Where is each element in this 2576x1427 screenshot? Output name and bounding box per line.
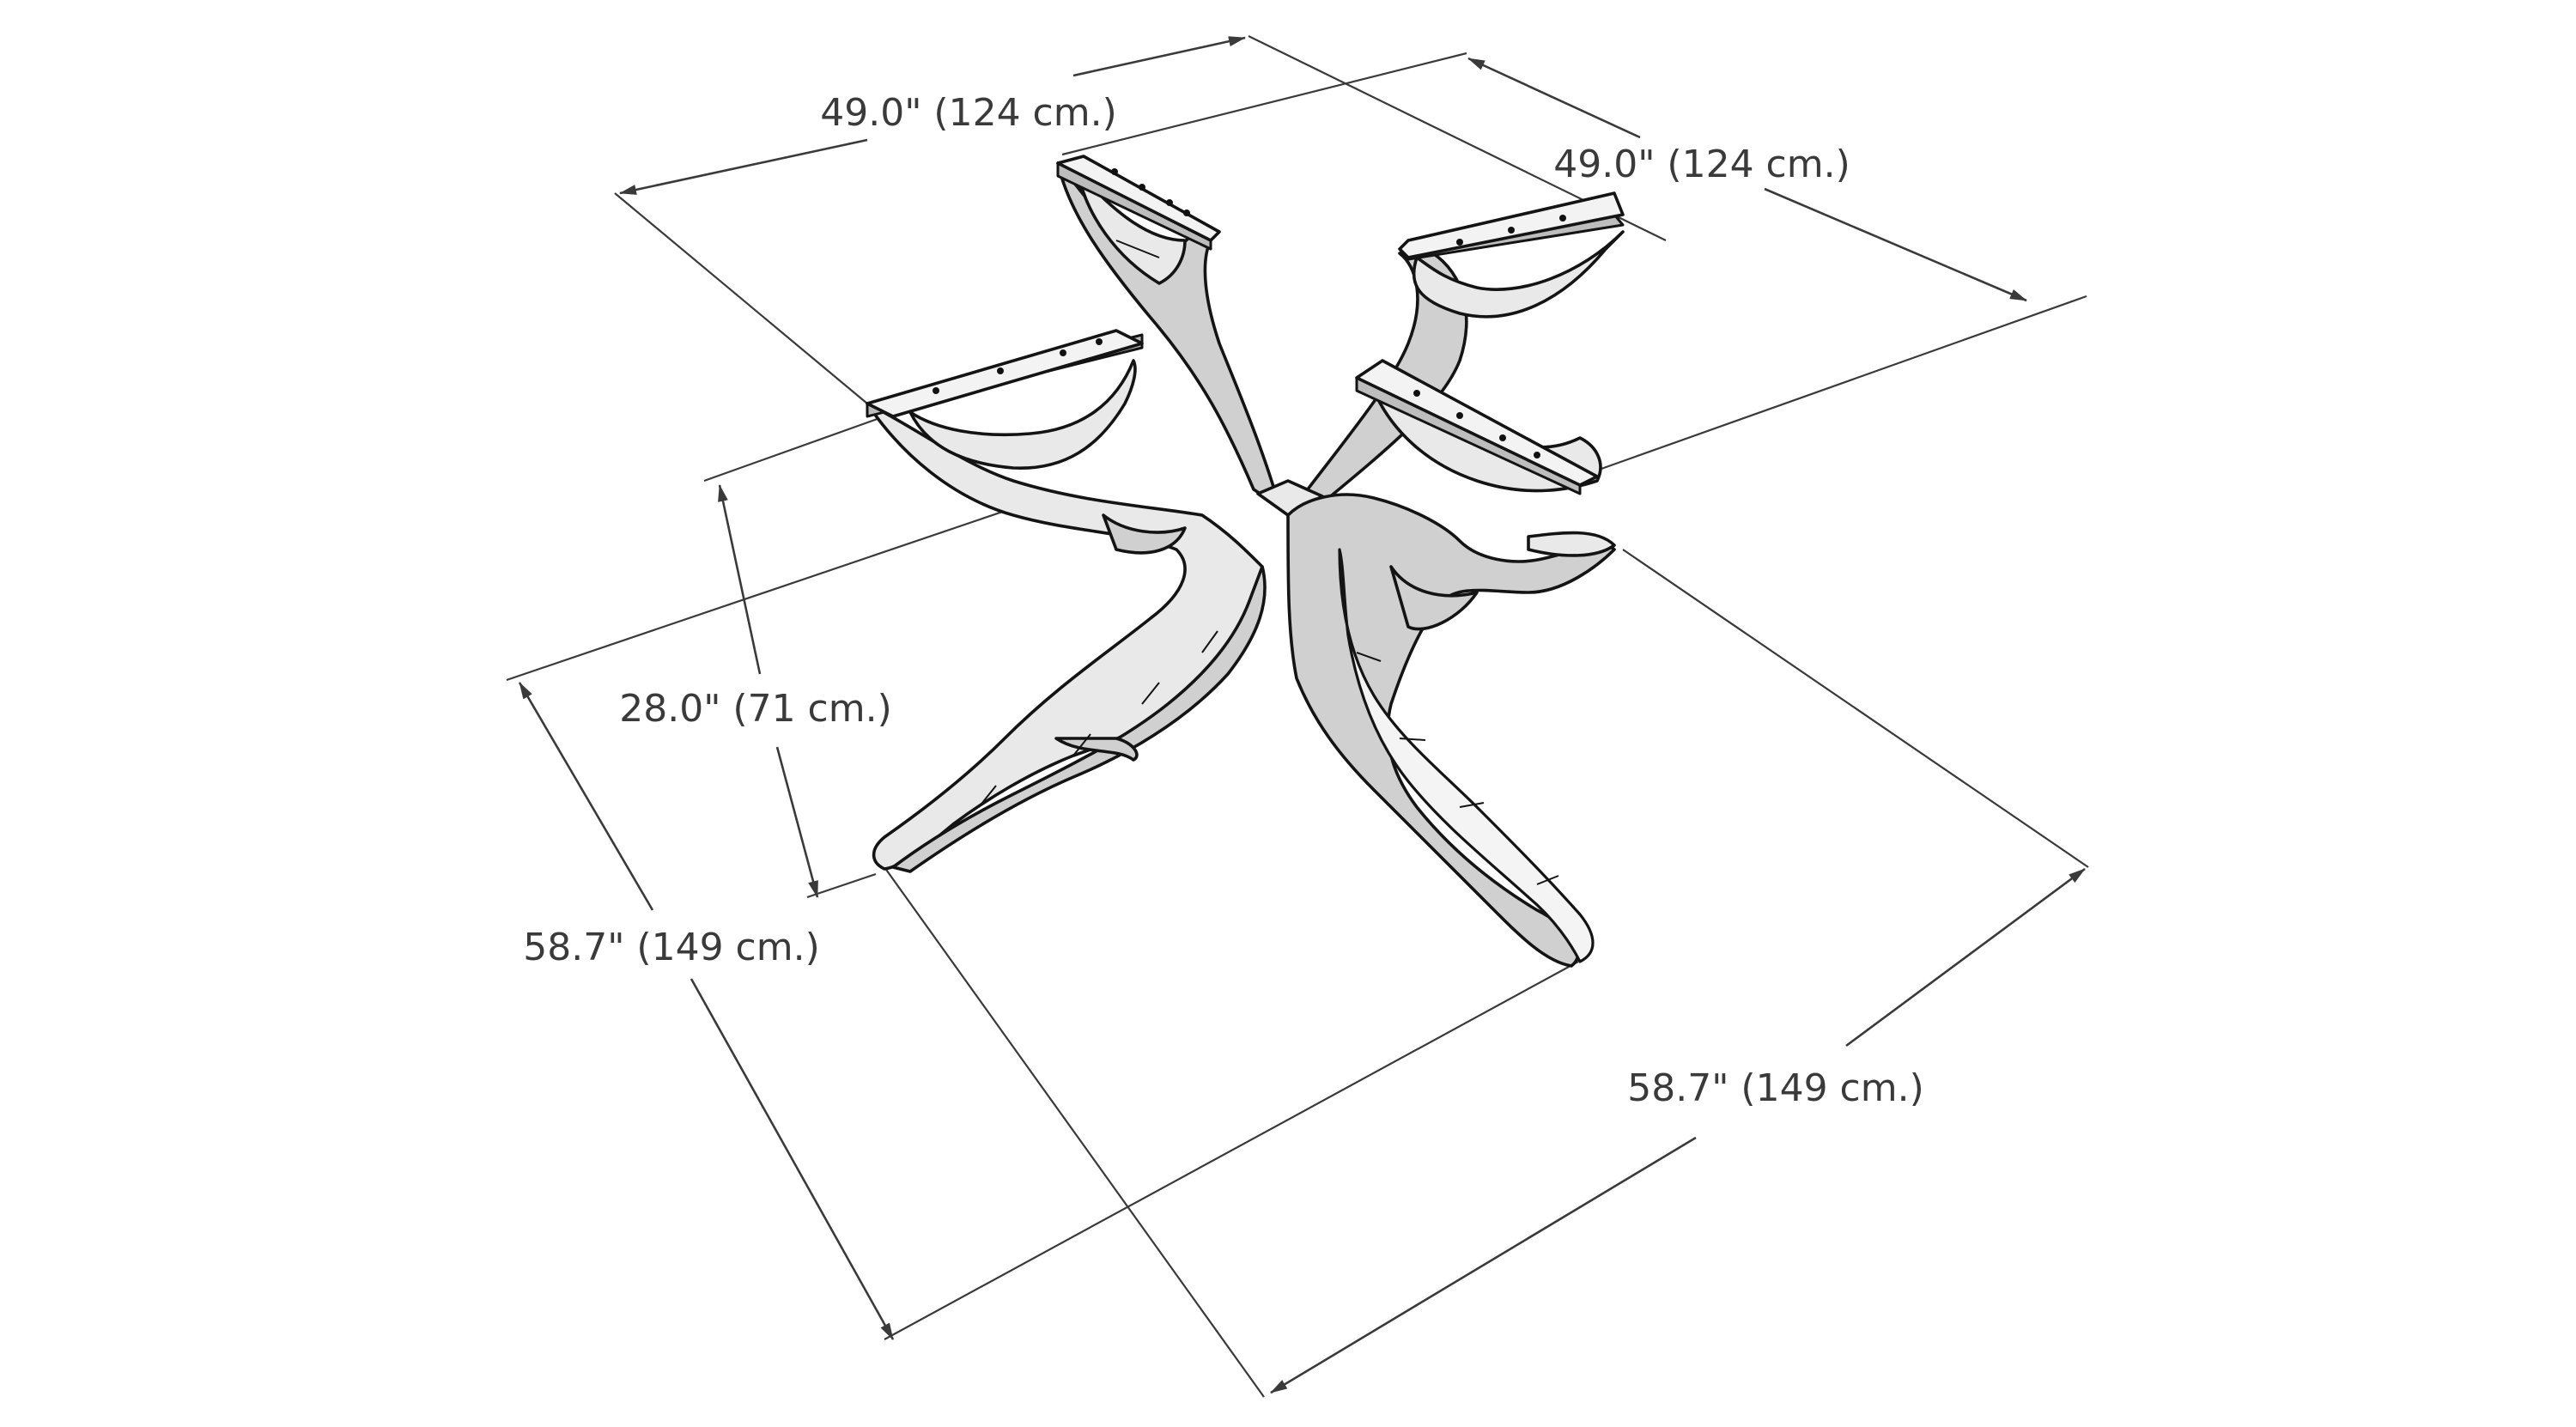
dimension-line-height-lower <box>775 746 819 898</box>
mounting-hole-icon <box>1499 434 1506 441</box>
leg-back-left <box>1056 155 1281 508</box>
dimension-line-top-width-left <box>619 138 868 195</box>
leg-back-right-arch <box>1412 230 1625 319</box>
dimension-label-base-left: 58.7" (149 cm.) <box>523 926 820 969</box>
leg-front-left <box>866 329 1267 873</box>
dimension-line-top-depth-lower <box>1764 187 2027 302</box>
leg-back-right <box>1286 191 1625 517</box>
dimension-line-base-right-upper <box>1845 867 2086 1047</box>
extension-line-height-bottom <box>806 872 877 899</box>
extension-line-right-plate <box>1586 295 2087 476</box>
dimension-line-top-depth-upper <box>1467 57 1641 139</box>
extension-line-back <box>1061 52 1467 156</box>
dimension-label-base-right: 58.7" (149 cm.) <box>1627 1066 1924 1110</box>
mounting-hole-icon <box>1166 199 1173 206</box>
dimension-line-base-left-upper <box>518 682 654 911</box>
dimension-line-top-width-right <box>1072 36 1246 77</box>
mounting-hole-icon <box>1096 338 1103 345</box>
mounting-hole-icon <box>1456 412 1463 419</box>
leg-front-right-body <box>1286 493 1616 968</box>
mounting-hole-icon <box>1183 209 1190 216</box>
leg-front-left-body <box>866 402 1267 871</box>
extension-lines <box>506 35 2089 1398</box>
mounting-hole-icon <box>1456 239 1463 246</box>
dimension-line-base-left-lower <box>690 978 895 1340</box>
dimension-label-height: 28.0" (71 cm.) <box>619 687 892 731</box>
mounting-hole-icon <box>1559 215 1566 222</box>
leg-front-right-notch <box>1389 565 1479 631</box>
leg-front-right-rear-foot <box>1527 531 1616 557</box>
dimension-lines <box>518 36 2086 1394</box>
extension-line-front-diagonal <box>884 866 1265 1398</box>
mounting-hole-icon <box>1534 452 1540 458</box>
dimension-labels: 49.0" (124 cm.) 49.0" (124 cm.) 28.0" (7… <box>523 91 1924 1110</box>
dimension-line-height-upper <box>718 484 762 675</box>
extension-line-top-left <box>614 192 868 404</box>
extension-line-left-front <box>506 501 1031 682</box>
leg-front-left-edge <box>891 565 1267 873</box>
leg-front-left-arch <box>908 359 1137 470</box>
leg-front-right-edge <box>1338 548 1595 963</box>
plate-front-left <box>866 329 1144 418</box>
dimension-line-base-right-lower <box>1270 1136 1697 1394</box>
mounting-hole-icon <box>1139 184 1145 191</box>
extension-line-right-front <box>1622 549 2089 868</box>
mounting-hole-icon <box>1508 227 1515 234</box>
mounting-hole-icon <box>997 367 1004 374</box>
mounting-hole-icon <box>933 387 939 394</box>
mounting-hole-icon <box>1060 349 1066 356</box>
leg-front-left-notch <box>1102 513 1187 555</box>
plate-back-left <box>1056 155 1221 242</box>
mounting-hole-icon <box>1413 390 1420 397</box>
mounting-hole-icon <box>1111 168 1118 175</box>
dimension-label-top-width: 49.0" (124 cm.) <box>820 91 1117 135</box>
table-base <box>866 155 1625 968</box>
plate-back-right <box>1398 191 1625 259</box>
leg-front-right <box>1286 359 1616 968</box>
dimension-label-top-depth: 49.0" (124 cm.) <box>1553 143 1850 186</box>
extension-line-front-left <box>884 961 1579 1340</box>
